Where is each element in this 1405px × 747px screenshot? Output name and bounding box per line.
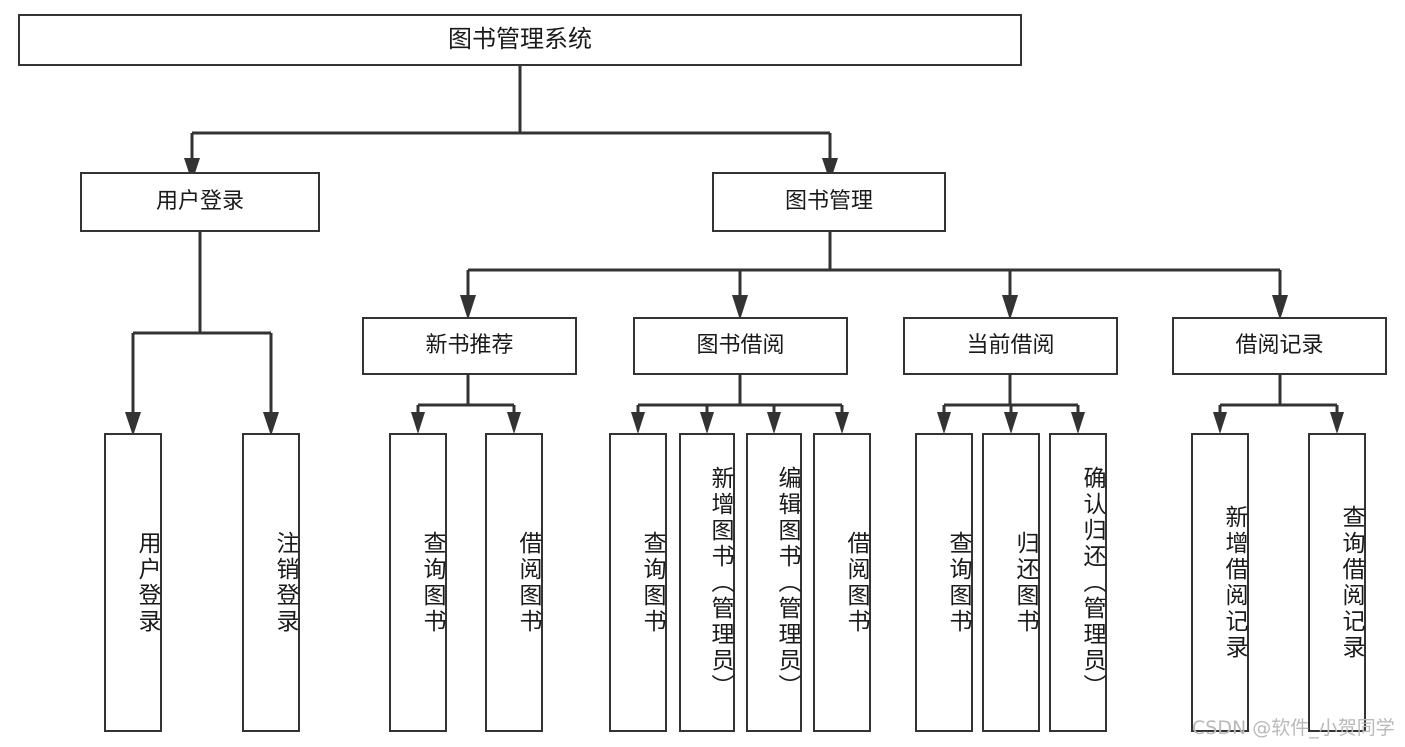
leaf-borrow-record-add-record[interactable]: 新增借阅记录 bbox=[1191, 433, 1249, 732]
leaf-user-login-logout[interactable]: 注销登录 bbox=[242, 433, 300, 732]
node-book-management[interactable]: 图书管理 bbox=[712, 172, 946, 232]
node-root-system[interactable]: 图书管理系统 bbox=[18, 14, 1022, 66]
leaf-current-borrow-return-book[interactable]: 归还图书 bbox=[982, 433, 1040, 732]
node-borrow-record[interactable]: 借阅记录 bbox=[1172, 317, 1387, 375]
leaf-book-borrow-query-book[interactable]: 查询图书 bbox=[609, 433, 667, 732]
leaf-user-login-do-login[interactable]: 用户登录 bbox=[104, 433, 162, 732]
node-new-book-recommend[interactable]: 新书推荐 bbox=[362, 317, 577, 375]
leaf-book-borrow-edit-book-admin[interactable]: 编辑图书（管理员） bbox=[746, 433, 802, 732]
leaf-current-borrow-query-book[interactable]: 查询图书 bbox=[915, 433, 973, 732]
node-current-borrow[interactable]: 当前借阅 bbox=[903, 317, 1118, 375]
node-book-borrow[interactable]: 图书借阅 bbox=[633, 317, 848, 375]
leaf-book-borrow-borrow-book[interactable]: 借阅图书 bbox=[813, 433, 871, 732]
node-user-login[interactable]: 用户登录 bbox=[80, 172, 320, 232]
leaf-new-book-borrow-book[interactable]: 借阅图书 bbox=[485, 433, 543, 732]
leaf-new-book-query-book[interactable]: 查询图书 bbox=[389, 433, 447, 732]
leaf-book-borrow-add-book-admin[interactable]: 新增图书（管理员） bbox=[679, 433, 735, 732]
watermark-text: CSDN @软件_小贺同学 bbox=[1192, 717, 1395, 739]
leaf-borrow-record-query-record[interactable]: 查询借阅记录 bbox=[1308, 433, 1366, 732]
leaf-current-borrow-confirm-return-admin[interactable]: 确认归还（管理员） bbox=[1049, 433, 1107, 732]
